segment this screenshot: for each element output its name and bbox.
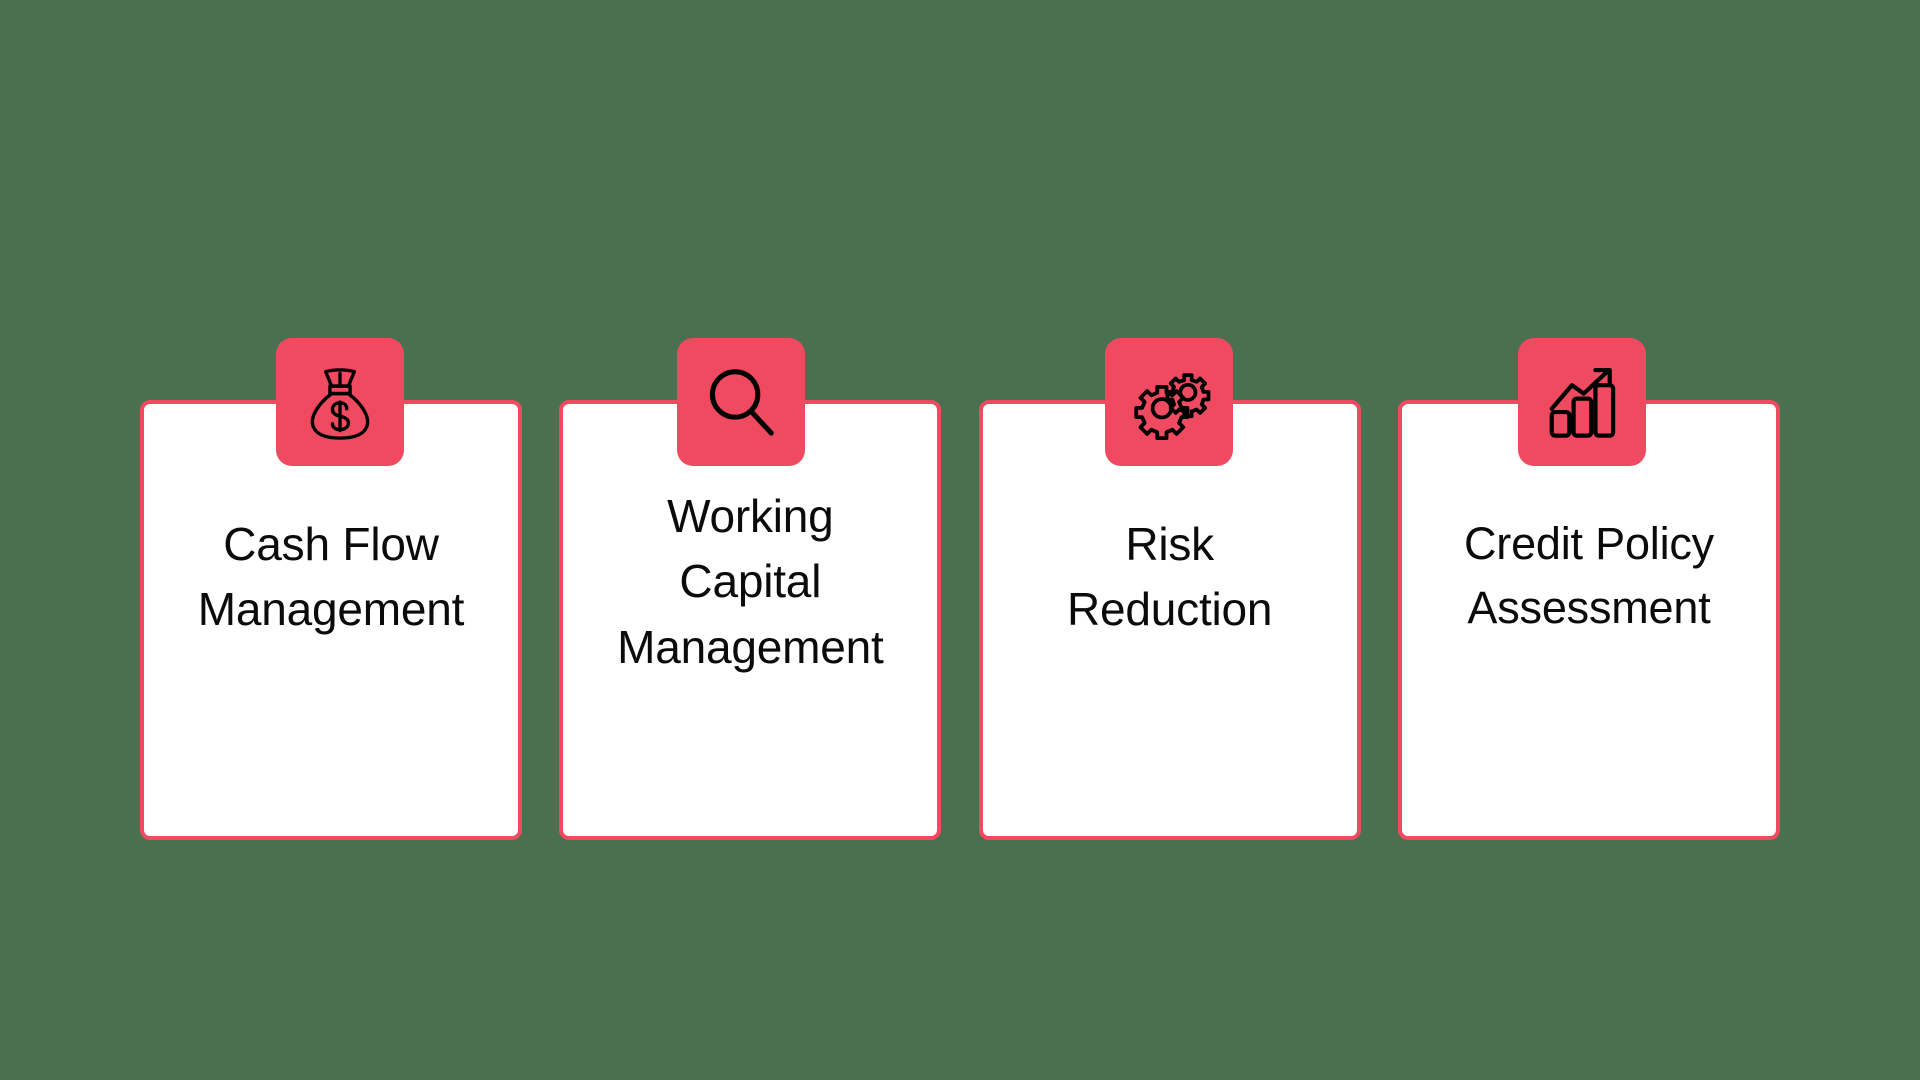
- card-title: Risk Reduction: [1066, 518, 1273, 636]
- bar-chart-growth-icon: [1517, 338, 1646, 466]
- card-working-capital-management[interactable]: Working Capital Management: [559, 338, 942, 840]
- card-body: [1397, 400, 1780, 840]
- card-risk-reduction[interactable]: Risk Reduction: [978, 338, 1361, 840]
- gears-icon: [1104, 338, 1233, 466]
- card-title: Credit Policy Assessment: [1463, 518, 1714, 633]
- money-bag-glyph: [310, 368, 370, 440]
- card-cash-flow-management[interactable]: Cash Flow Management: [140, 338, 522, 840]
- gears-glyph: [1134, 373, 1211, 441]
- bar-chart-growth-glyph: [1549, 367, 1616, 438]
- cards-row: Cash Flow Management Working Capital Man…: [140, 338, 1780, 840]
- card-body: [559, 400, 942, 840]
- magnifier-icon: [677, 338, 806, 466]
- money-bag-icon: [276, 338, 404, 466]
- card-title: Cash Flow Management: [197, 518, 465, 636]
- card-title: Working Capital Management: [617, 490, 884, 673]
- card-body: [140, 400, 522, 840]
- magnifier-glyph: [710, 369, 775, 436]
- card-credit-policy-assessment[interactable]: Credit Policy Assessment: [1397, 338, 1780, 840]
